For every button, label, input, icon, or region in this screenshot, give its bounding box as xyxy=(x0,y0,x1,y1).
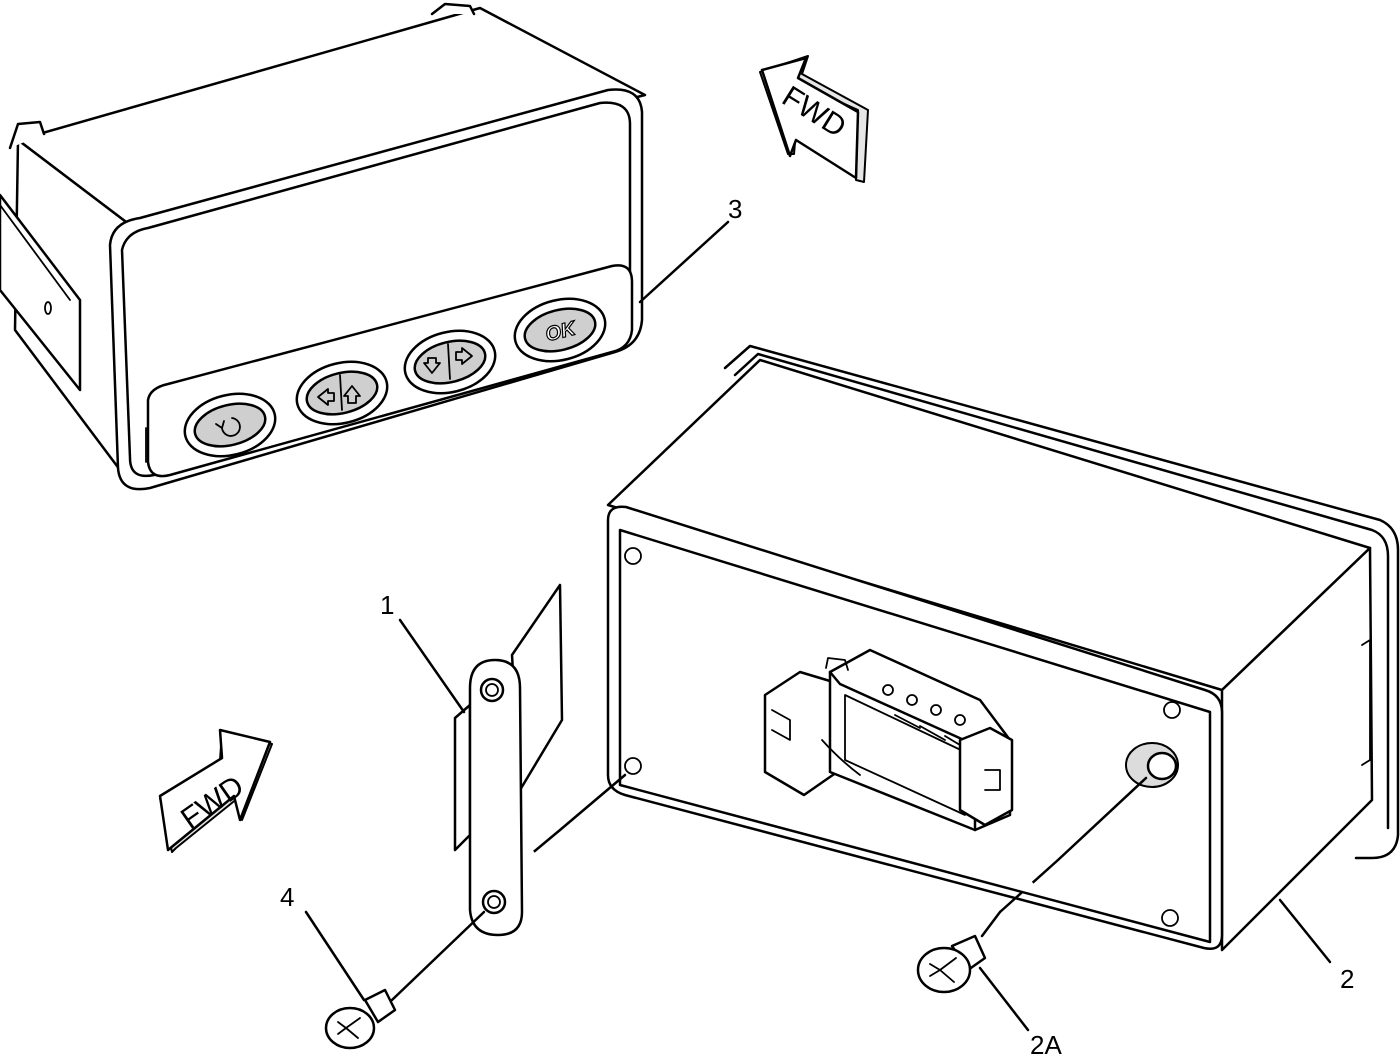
callout-2a: 2A xyxy=(1030,1030,1062,1058)
ok-button: OK xyxy=(513,297,607,363)
left-up-button xyxy=(295,360,389,426)
callout-2: 2 xyxy=(1340,964,1354,994)
back-button xyxy=(183,392,277,458)
display-module: OK xyxy=(0,2,647,491)
callout-1: 1 xyxy=(380,590,394,620)
fwd-arrow-icon-bottom: FWD xyxy=(158,728,273,853)
down-right-arrows-icon xyxy=(423,347,473,374)
housing xyxy=(606,344,1400,952)
mounting-bracket xyxy=(453,583,564,937)
left-up-arrows-icon xyxy=(317,385,361,406)
callout-3: 3 xyxy=(728,194,742,224)
back-icon xyxy=(215,417,241,437)
screw-4 xyxy=(324,988,397,1050)
screw-2a xyxy=(916,934,987,994)
callout-4: 4 xyxy=(280,882,294,912)
down-right-button xyxy=(403,329,497,395)
boss-fitting xyxy=(1125,742,1179,788)
fwd-arrow-icon-top: FWD xyxy=(759,55,869,183)
connector-icon xyxy=(763,648,1014,832)
